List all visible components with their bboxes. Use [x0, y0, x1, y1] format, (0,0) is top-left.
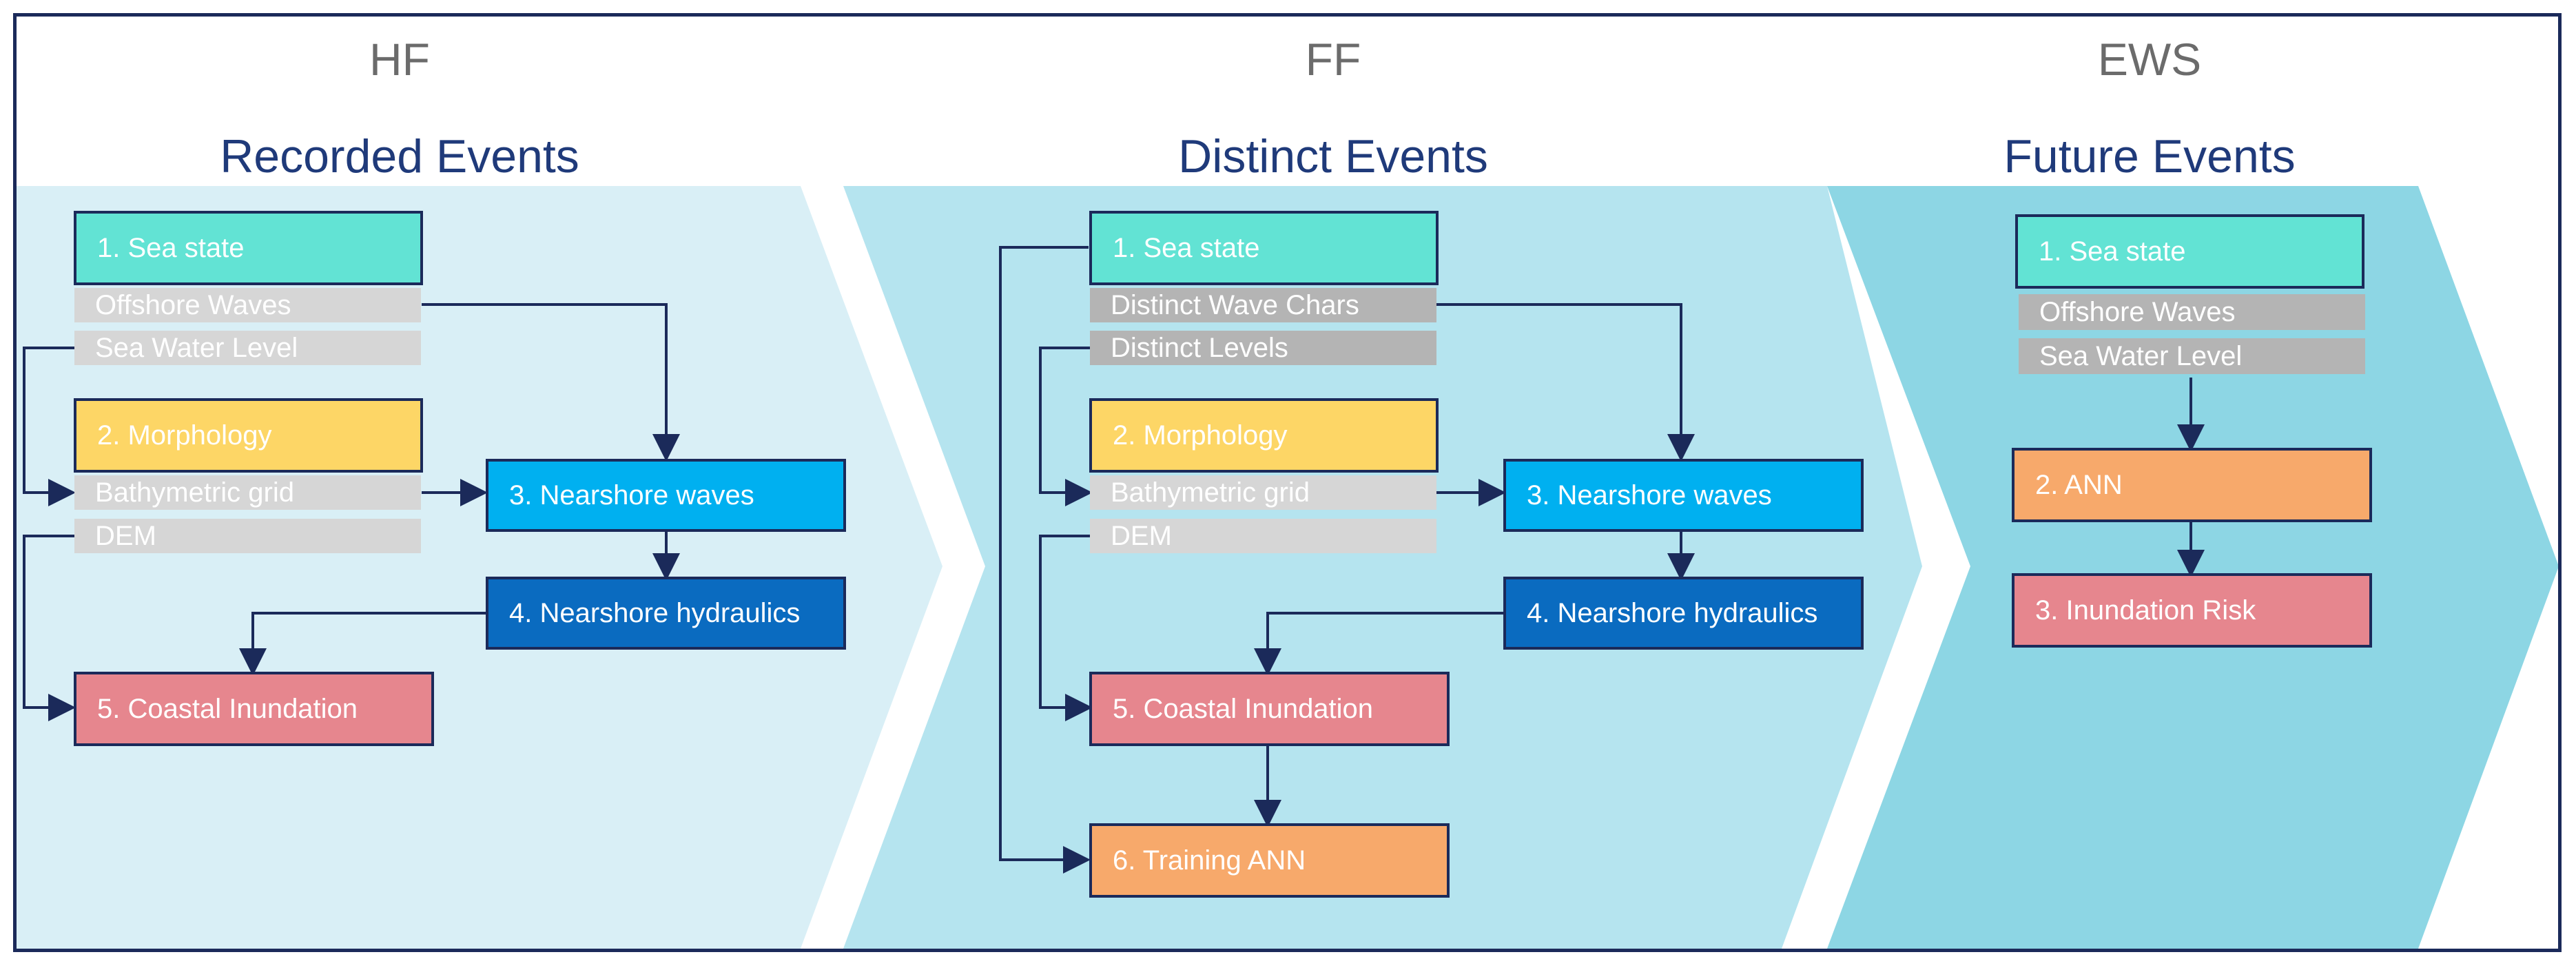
ff-arrow-seastate-to-training: [999, 246, 1091, 874]
hf-sea-water-level: Sea Water Level: [74, 331, 421, 365]
ff-arrow-levels-to-bathy: [1039, 347, 1093, 506]
hf-arrow-hydraulics-to-inundation: [239, 612, 486, 676]
ff-distinct-levels: Distinct Levels: [1090, 331, 1436, 365]
ff-sea-state-box: 1. Sea state: [1089, 211, 1439, 285]
hf-chevron: [17, 186, 942, 949]
ews-title: Future Events: [2003, 130, 2296, 183]
hf-offshore-waves: Offshore Waves: [74, 288, 421, 322]
hf-arrow-level-to-bathy: [23, 347, 76, 506]
ff-bathymetric-grid: Bathymetric grid: [1090, 475, 1436, 510]
ews-ann-box: 2. ANN: [2012, 448, 2372, 522]
hf-title: Recorded Events: [220, 130, 579, 183]
hf-arrow-dem-to-inundation: [23, 535, 76, 721]
hf-coastal-inundation-box: 5. Coastal Inundation: [74, 672, 434, 746]
hf-arrow-waves-to-nearshore: [422, 303, 680, 462]
ff-distinct-wave-chars: Distinct Wave Chars: [1090, 288, 1436, 322]
ews-inundation-risk-box: 3. Inundation Risk: [2012, 573, 2372, 648]
ews-sea-state-box: 1. Sea state: [2015, 214, 2364, 289]
ff-abbr: FF: [1305, 34, 1361, 85]
ff-nearshore-waves-box: 3. Nearshore waves: [1503, 459, 1864, 532]
ff-arrow-waves-to-nearshore: [1436, 303, 1695, 462]
ff-coastal-inundation-box: 5. Coastal Inundation: [1089, 672, 1450, 746]
ews-sea-water-level: Sea Water Level: [2019, 338, 2365, 374]
ff-arrow-hydraulics-to-inundation: [1254, 612, 1503, 676]
hf-morphology-box: 2. Morphology: [74, 398, 423, 473]
hf-nearshore-hydraulics-box: 4. Nearshore hydraulics: [486, 577, 846, 650]
ff-chevron: [843, 186, 1922, 949]
ff-dem: DEM: [1090, 519, 1436, 553]
ff-arrow-dem-to-inundation: [1039, 535, 1093, 721]
ews-abbr: EWS: [2097, 34, 2202, 85]
ff-training-ann-box: 6. Training ANN: [1089, 823, 1450, 898]
ews-offshore-waves: Offshore Waves: [2019, 294, 2365, 330]
hf-dem: DEM: [74, 519, 421, 553]
ff-nearshore-hydraulics-box: 4. Nearshore hydraulics: [1503, 577, 1864, 650]
diagram-frame: [13, 13, 2562, 952]
hf-bathymetric-grid: Bathymetric grid: [74, 475, 421, 510]
hf-sea-state-box: 1. Sea state: [74, 211, 423, 285]
hf-abbr: HF: [369, 34, 430, 85]
ff-morphology-box: 2. Morphology: [1089, 398, 1439, 473]
hf-nearshore-waves-box: 3. Nearshore waves: [486, 459, 846, 532]
ff-title: Distinct Events: [1178, 130, 1488, 183]
